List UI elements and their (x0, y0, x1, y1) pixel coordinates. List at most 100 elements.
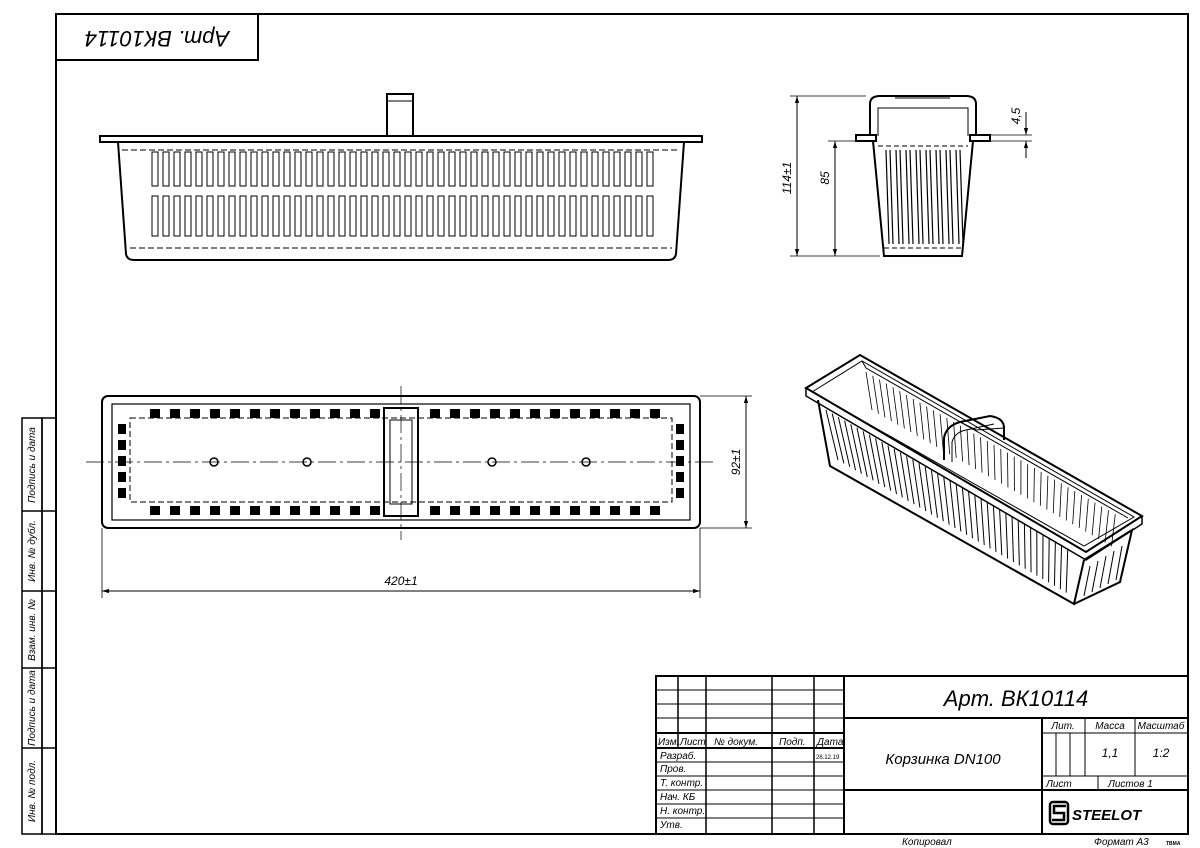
front-slot (580, 195, 588, 237)
iso-slot (1048, 537, 1050, 583)
iso-slot (881, 441, 892, 491)
top-slot (250, 409, 260, 418)
top-view-slots (118, 409, 684, 515)
mark-label: ТВМА (1166, 841, 1181, 847)
iso-slot (993, 444, 996, 481)
top-slot (630, 409, 640, 418)
iso-slot (825, 409, 839, 461)
iso-slot (1078, 494, 1082, 528)
top-slot (530, 506, 540, 515)
iso-slot (862, 431, 874, 481)
article-title: Арт. ВК10114 (942, 686, 1088, 711)
front-slot (184, 151, 192, 187)
front-slot (470, 151, 478, 187)
front-slot (360, 195, 368, 237)
front-slot (382, 151, 390, 187)
row-prov: Пров. (660, 764, 686, 775)
col-header-izm: Изм. (658, 737, 679, 748)
top-slot (270, 409, 280, 418)
iso-slot (953, 421, 957, 458)
top-slot (330, 409, 340, 418)
front-view (99, 93, 703, 261)
top-slot (350, 409, 360, 418)
row-tkontr: Т. контр. (660, 778, 703, 789)
front-slot (228, 151, 236, 187)
side-slot (905, 149, 910, 245)
side-slot (929, 149, 934, 245)
front-slot (151, 195, 159, 237)
iso-slot (1107, 550, 1115, 585)
iso-slot (980, 437, 983, 473)
top-slot (230, 409, 240, 418)
top-slot (170, 409, 180, 418)
front-slot (415, 195, 423, 237)
sheets-label: Листов 1 (1107, 779, 1153, 790)
front-slot (547, 195, 555, 237)
front-slot (404, 151, 412, 187)
side-slot (919, 149, 924, 245)
side-view-slots (885, 149, 964, 245)
iso-slot (912, 398, 918, 436)
row-utv: Утв. (659, 820, 683, 831)
iso-slot (968, 491, 974, 539)
front-slot (448, 151, 456, 187)
front-slot (536, 195, 544, 237)
side-slot (949, 149, 954, 245)
iso-slot (1023, 523, 1026, 569)
side-slot (909, 149, 914, 245)
iso-slot (999, 509, 1003, 556)
iso-slot (1115, 545, 1123, 581)
top-slot (550, 506, 560, 515)
iso-slot (1039, 471, 1042, 506)
front-slot (338, 195, 346, 237)
front-slot (272, 151, 280, 187)
dim-width: 92±1 (729, 449, 743, 476)
front-slot (459, 151, 467, 187)
copied-label: Копировал (902, 837, 952, 848)
iso-slot (1085, 498, 1089, 532)
scale-value: 1:2 (1153, 746, 1170, 760)
front-slot (261, 151, 269, 187)
side-label-4: Подпись и дата (27, 670, 38, 746)
front-slot (283, 195, 291, 237)
front-slot (305, 151, 313, 187)
front-slot (327, 151, 335, 187)
side-strip: Подпись и дата Инв. № дубл. Взам. инв. №… (21, 417, 57, 835)
top-slot (650, 506, 660, 515)
iso-slot (906, 456, 915, 505)
top-slot (550, 409, 560, 418)
iso-slot (885, 383, 892, 422)
iso-slot (899, 452, 909, 501)
steelot-logo: STEELOT (1048, 800, 1143, 826)
dim-rim: 4,5 (1009, 107, 1023, 124)
front-slot (459, 195, 467, 237)
front-slot (294, 195, 302, 237)
front-slot (371, 151, 379, 187)
iso-slot (893, 448, 903, 498)
row-nachkb: Нач. КБ (660, 792, 696, 803)
iso-slot (930, 470, 938, 518)
top-slot (230, 506, 240, 515)
iso-slot (1046, 475, 1049, 510)
top-slot (676, 424, 684, 434)
top-slot (118, 456, 126, 466)
front-slot (591, 195, 599, 237)
front-slot (602, 151, 610, 187)
iso-slot (986, 502, 991, 549)
top-slot (270, 506, 280, 515)
top-slot (470, 409, 480, 418)
front-slot (646, 195, 654, 237)
front-slot (547, 151, 555, 187)
iso-slot (974, 495, 979, 542)
front-slot (470, 195, 478, 237)
side-slot (945, 149, 950, 245)
front-slot (360, 151, 368, 187)
brand-text: STEELOT (1072, 807, 1143, 824)
iso-slot (918, 463, 927, 512)
top-slot (118, 472, 126, 482)
iso-slot (937, 473, 944, 522)
side-slot (955, 149, 960, 245)
front-slot (349, 151, 357, 187)
front-slot (591, 151, 599, 187)
top-slot (190, 506, 200, 515)
